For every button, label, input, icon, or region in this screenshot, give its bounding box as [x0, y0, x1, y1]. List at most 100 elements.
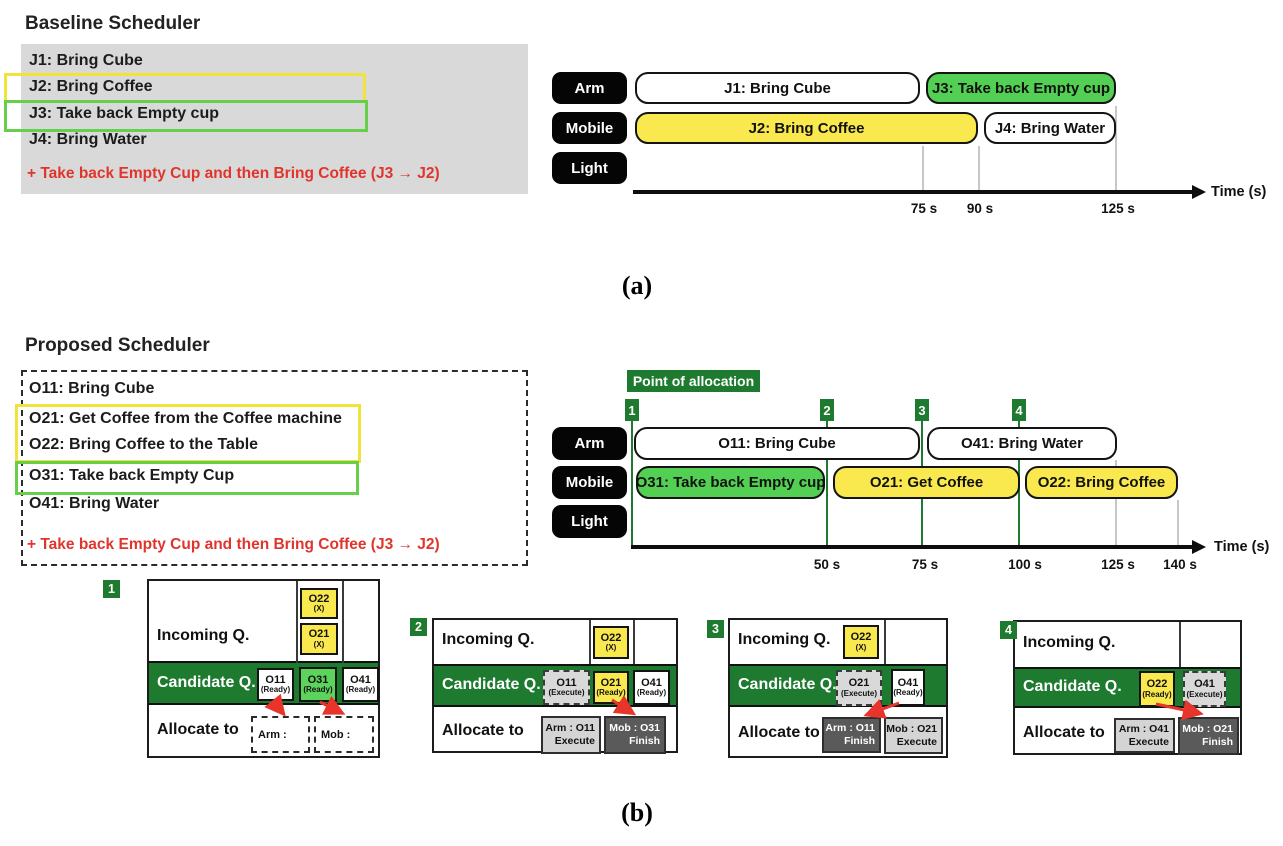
gantt-a-tick-125s: 125 s: [1101, 201, 1135, 216]
incoming-queue-lane-line: [884, 620, 886, 664]
gantt-b-gridline-140s: [1177, 500, 1179, 546]
allocate-result-line1: Arm : O11: [825, 722, 875, 735]
gantt-b-tick-75s: 75 s: [911, 557, 939, 572]
allocate-result-line2: Finish: [629, 735, 660, 747]
gantt-b-row-light: Light: [552, 505, 627, 538]
gantt-a-tick-90s: 90 s: [966, 201, 994, 216]
job-o21: O21: Get Coffee from the Coffee machine: [29, 410, 342, 427]
gantt-a-bar-j2: J2: Bring Coffee: [635, 112, 978, 144]
queue-item-name: O41: [1194, 678, 1215, 691]
allocate-to-label: Allocate to: [738, 724, 820, 741]
gantt-a-axis-arrowhead-icon: [1192, 185, 1206, 199]
gantt-b-gridline-125s: [1115, 460, 1117, 546]
gantt-a-tick-75s: 75 s: [910, 201, 938, 216]
queue-item-o21: O21 (X): [300, 623, 338, 655]
gantt-b-bar-o22: O22: Bring Coffee: [1025, 466, 1178, 499]
job-o22: O22: Bring Coffee to the Table: [29, 436, 259, 453]
queue-item-o22: O22 (X): [593, 626, 629, 659]
baseline-job-panel: [21, 44, 528, 194]
queue-item-o21: O21 (Ready): [593, 671, 629, 704]
gantt-a-time-axis: [633, 190, 1193, 194]
queue-item-state: (Ready): [636, 688, 667, 698]
job-j4: J4: Bring Water: [29, 131, 147, 148]
gantt-a-row-arm: Arm: [552, 72, 627, 104]
queue-step-4-box: Incoming Q. Candidate Q. O22 (Ready) O41…: [1013, 620, 1242, 755]
queue-step-1-box: Incoming Q. O22 (X) O21 (X) Candidate Q.…: [147, 579, 380, 758]
queue-step-2-box: Incoming Q. O22 (X) Candidate Q. O11 (Ex…: [432, 618, 678, 754]
allocate-slot-arm: Arm :: [251, 716, 310, 753]
allocate-result-arm: Arm : O11 Finish: [822, 717, 881, 753]
queue-item-state: (Ready): [1142, 689, 1172, 699]
allocate-slot-mob: Mob :: [314, 716, 374, 753]
job-j2: J2: Bring Coffee: [29, 78, 153, 95]
gantt-b-tick-100s: 100 s: [1008, 557, 1042, 572]
candidate-queue-label: Candidate Q.: [157, 674, 256, 691]
allocation-point-marker-1: 1: [625, 399, 639, 421]
allocation-line-2: [826, 421, 828, 546]
queue-item-name: O21: [848, 677, 870, 690]
baseline-note: + Take back Empty Cup and then Bring Cof…: [27, 165, 440, 182]
queue-step-2-badge: 2: [410, 618, 427, 636]
gantt-a-bar-j3: J3: Take back Empty cup: [926, 72, 1116, 104]
incoming-queue-lane-line: [589, 620, 591, 664]
incoming-queue-label: Incoming Q.: [1023, 634, 1116, 651]
queue-item-o11-execute: O11 (Execute): [543, 670, 590, 705]
queue-item-o21-execute: O21 (Execute): [836, 670, 882, 706]
queue-item-state: (X): [313, 639, 325, 649]
gantt-b-row-arm: Arm: [552, 427, 627, 460]
job-o11: O11: Bring Cube: [29, 380, 155, 397]
candidate-queue-label: Candidate Q.: [738, 676, 837, 693]
allocation-point-marker-3: 3: [915, 399, 929, 421]
allocate-result-line2: Execute: [554, 735, 595, 747]
gantt-a-row-light: Light: [552, 152, 627, 184]
job-j3: J3: Take back Empty cup: [29, 105, 219, 122]
allocate-result-line2: Execute: [1128, 735, 1169, 748]
candidate-queue-row: Candidate Q. O11 (Ready) O31 (Ready) O41…: [149, 661, 379, 705]
gantt-a-row-mobile: Mobile: [552, 112, 627, 144]
allocate-to-label: Allocate to: [157, 721, 239, 738]
gantt-b-axis-arrowhead-icon: [1192, 540, 1206, 554]
gantt-b-tick-125s: 125 s: [1101, 557, 1135, 572]
allocate-result-line1: Mob : O21: [886, 722, 937, 735]
gantt-a-gridline-125s: [1115, 106, 1117, 191]
allocation-point-marker-4: 4: [1012, 399, 1026, 421]
queue-item-o41: O41 (Ready): [891, 669, 925, 706]
allocate-to-label: Allocate to: [442, 722, 524, 739]
caption-b: (b): [621, 798, 653, 827]
proposed-title: Proposed Scheduler: [25, 335, 210, 356]
candidate-queue-label: Candidate Q.: [442, 676, 541, 693]
allocate-result-mob: Mob : O21 Execute: [884, 717, 943, 754]
queue-item-state: (Ready): [893, 688, 923, 698]
caption-a: (a): [621, 271, 653, 300]
incoming-queue-lane-line: [296, 581, 298, 663]
point-of-allocation-badge: Point of allocation: [627, 370, 760, 392]
queue-item-state: (X): [855, 642, 867, 652]
candidate-queue-row: Candidate Q. O22 (Ready) O41 (Execute): [1015, 667, 1240, 708]
gantt-b-tick-50s: 50 s: [813, 557, 841, 572]
incoming-queue-lane-line: [1179, 622, 1181, 667]
queue-item-name: O21: [308, 628, 330, 641]
gantt-a-gridline-75s: [922, 146, 924, 191]
queue-item-name: O22: [308, 592, 330, 605]
candidate-queue-row: Candidate Q. O21 (Execute) O41 (Ready): [730, 664, 946, 707]
queue-item-state: (X): [313, 604, 325, 614]
allocate-result-line2: Execute: [896, 735, 937, 748]
incoming-queue-label: Incoming Q.: [157, 627, 250, 644]
allocation-line-1: [631, 421, 633, 546]
queue-item-o22: O22 (X): [300, 588, 338, 619]
baseline-title: Baseline Scheduler: [25, 13, 201, 34]
queue-step-4-badge: 4: [1000, 621, 1017, 639]
queue-item-o11: O11 (Ready): [257, 668, 294, 701]
gantt-a-gridline-90s: [978, 146, 980, 191]
queue-item-o41: O41 (Ready): [633, 670, 670, 705]
allocate-result-arm: Arm : O11 Execute: [541, 716, 601, 754]
queue-item-name: O11: [556, 676, 577, 689]
gantt-b-tick-140s: 140 s: [1163, 557, 1197, 572]
allocate-result-line2: Finish: [1202, 736, 1233, 748]
queue-item-name: O22: [600, 631, 622, 644]
incoming-queue-label: Incoming Q.: [442, 631, 535, 648]
queue-item-state: (X): [605, 643, 617, 653]
gantt-b-bar-o31: O31: Take back Empty cup: [636, 466, 825, 499]
gantt-a-bar-j1: J1: Bring Cube: [635, 72, 920, 104]
